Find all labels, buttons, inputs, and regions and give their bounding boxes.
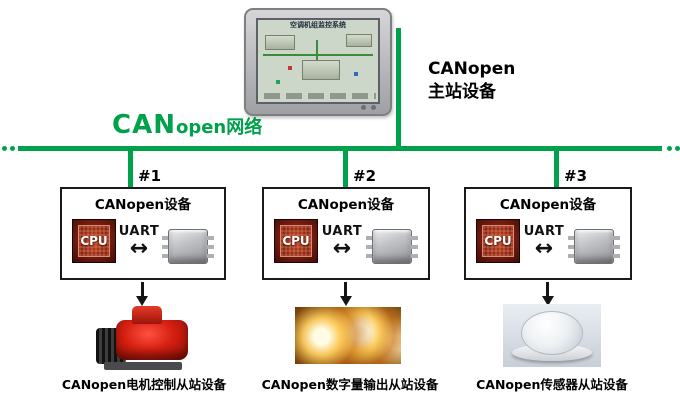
device-box: CANopen设备 CPU UART ↔ — [60, 187, 226, 280]
hmi-panel: 空调机组监控系统 — [244, 8, 392, 116]
hmi-screen-button-row — [264, 93, 376, 99]
network-label: CANopen网络 — [112, 110, 262, 140]
bidirectional-arrow-icon: ↔ — [129, 236, 149, 261]
motor-body — [116, 320, 188, 360]
device-caption: CANopen电机控制从站设备 — [61, 377, 227, 392]
master-device-label: CANopen 主站设备 — [428, 58, 515, 104]
bus-continuation-dot — [2, 146, 7, 151]
hmi-bezel-button — [361, 105, 366, 110]
hmi-screen-graphic — [302, 60, 340, 80]
device-image-bulbs — [295, 307, 401, 364]
bidirectional-arrow-icon: ↔ — [534, 236, 554, 261]
cpu-chip: CPU — [274, 219, 318, 263]
bus-continuation-dot — [675, 146, 680, 151]
transceiver-chip-body — [573, 229, 614, 264]
node-tag: #2 — [353, 167, 377, 185]
uart-label: UART — [321, 224, 363, 239]
network-label-rest: open网络 — [175, 117, 263, 138]
device-caption: CANopen传感器从站设备 — [476, 377, 628, 392]
cpu-label: CPU — [484, 234, 512, 248]
cpu-chip: CPU — [476, 219, 520, 263]
node-tag: #1 — [138, 167, 162, 185]
node-tag: #3 — [564, 167, 588, 185]
sensor-dome — [521, 311, 583, 355]
device-box-title: CANopen设备 — [94, 197, 192, 213]
down-arrow-head-icon — [340, 296, 352, 306]
hmi-screen-graphic — [346, 34, 372, 47]
device-box-title: CANopen设备 — [297, 197, 395, 213]
hmi-screen-graphic — [263, 54, 373, 56]
device-box-title: CANopen设备 — [499, 197, 597, 213]
transceiver-chip-body — [167, 229, 208, 264]
hmi-screen-title: 空调机组监控系统 — [290, 21, 346, 29]
down-arrow — [141, 282, 144, 297]
hmi-bezel-button — [371, 105, 376, 110]
hmi-screen-graphic — [265, 35, 295, 50]
hmi-screen: 空调机组监控系统 — [256, 18, 380, 104]
bidirectional-arrow-icon: ↔ — [332, 236, 352, 261]
down-arrow — [546, 282, 549, 297]
uart-label: UART — [118, 224, 160, 239]
transceiver-chip-body — [371, 229, 412, 264]
bus-continuation-dot — [10, 146, 15, 151]
master-label-line1: CANopen — [428, 59, 516, 79]
node-drop-line — [343, 148, 348, 188]
hmi-screen-graphic — [288, 66, 292, 70]
bus-continuation-dot — [667, 146, 672, 151]
transceiver-chip — [365, 229, 418, 269]
master-drop-line — [396, 28, 401, 149]
transceiver-chip — [161, 229, 214, 269]
hmi-screen-graphic — [354, 72, 358, 76]
master-label-line2: 主站设备 — [428, 82, 496, 102]
hmi-screen-graphic — [316, 40, 318, 78]
cpu-label: CPU — [80, 234, 108, 248]
transceiver-chip — [567, 229, 620, 269]
down-arrow-head-icon — [136, 296, 148, 306]
uart-label: UART — [523, 224, 565, 239]
device-caption: CANopen数字量输出从站设备 — [261, 377, 439, 392]
network-label-can: CAN — [112, 110, 176, 140]
canopen-bus-line — [18, 146, 662, 151]
device-box: CANopen设备 CPU UART ↔ — [262, 187, 430, 280]
cpu-chip: CPU — [72, 219, 116, 263]
down-arrow-head-icon — [542, 296, 554, 306]
device-box: CANopen设备 CPU UART ↔ — [464, 187, 632, 280]
down-arrow — [344, 282, 347, 297]
node-drop-line — [128, 148, 133, 188]
device-image-motor — [94, 304, 194, 370]
node-drop-line — [554, 148, 559, 188]
cpu-label: CPU — [282, 234, 310, 248]
motor-base — [104, 362, 182, 370]
device-image-sensor — [503, 304, 601, 367]
hmi-screen-graphic — [276, 80, 280, 84]
motor-cap — [132, 306, 162, 324]
